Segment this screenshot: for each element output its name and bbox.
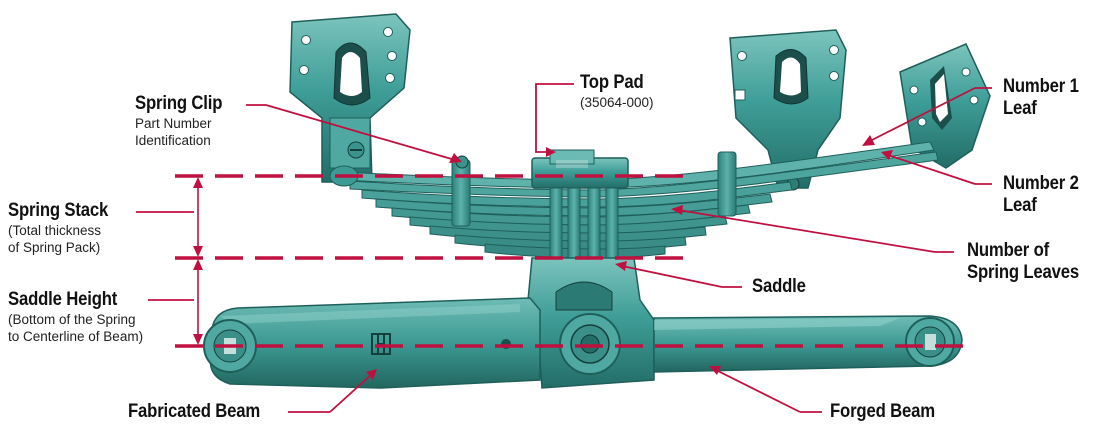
label-spring-clip: Spring Clip Part Number Identification <box>135 93 234 149</box>
saddle-height-subtitle-2: to Centerline of Beam) <box>8 329 144 344</box>
spring-clip-title: Spring Clip <box>135 93 223 114</box>
spring-stack-title: Spring Stack <box>8 200 109 221</box>
rear-bracket <box>899 43 991 169</box>
saddle-height-title: Saddle Height <box>8 289 118 310</box>
fabricated-beam-title: Fabricated Beam <box>128 401 261 422</box>
number-2-leaf-line1: Number 2 <box>1003 173 1079 194</box>
label-number-of-spring-leaves: Number of Spring Leaves <box>967 240 1094 284</box>
left-hanger-bracket <box>289 13 411 183</box>
top-pad-title: Top Pad <box>580 72 644 93</box>
label-number-1-leaf: Number 1 Leaf <box>1003 76 1089 120</box>
label-fabricated-beam: Fabricated Beam <box>128 401 278 423</box>
forged-beam-title: Forged Beam <box>830 401 935 422</box>
spring-clip-right <box>717 151 737 217</box>
label-top-pad: Top Pad (35064-000) <box>580 72 654 111</box>
beam <box>203 297 963 389</box>
label-saddle: Saddle <box>752 276 813 298</box>
spring-clip-subtitle-2: Identification <box>135 133 211 148</box>
leaf-spring-pack <box>329 141 939 259</box>
top-pad <box>531 149 629 189</box>
dimension-arrows <box>193 177 203 345</box>
reference-lines <box>175 174 975 348</box>
spring-stack-subtitle-2: of Spring Pack) <box>8 240 101 255</box>
label-number-2-leaf: Number 2 Leaf <box>1003 173 1089 217</box>
u-bolts <box>549 187 619 259</box>
number-1-leaf-line1: Number 1 <box>1003 76 1079 97</box>
spring-clip-left <box>451 155 471 227</box>
saddle-height-subtitle-1: (Bottom of the Spring <box>8 312 136 327</box>
number-1-leaf-line2: Leaf <box>1003 98 1037 119</box>
top-pad-part-number: (35064-000) <box>580 95 654 110</box>
spring-stack-subtitle-1: (Total thickness <box>8 223 102 238</box>
callout-leaders <box>136 83 992 413</box>
label-spring-stack: Spring Stack (Total thickness of Spring … <box>8 200 122 256</box>
right-hanger-bracket <box>729 29 847 191</box>
number-of-spring-leaves-line1: Number of <box>967 240 1050 261</box>
label-saddle-height: Saddle Height (Bottom of the Spring to C… <box>8 289 143 345</box>
spring-clip-subtitle-1: Part Number <box>135 116 212 131</box>
number-of-spring-leaves-line2: Spring Leaves <box>967 262 1080 283</box>
saddle-part <box>527 257 655 389</box>
saddle-title: Saddle <box>752 276 806 297</box>
number-2-leaf-line2: Leaf <box>1003 195 1037 216</box>
label-forged-beam: Forged Beam <box>830 401 949 423</box>
